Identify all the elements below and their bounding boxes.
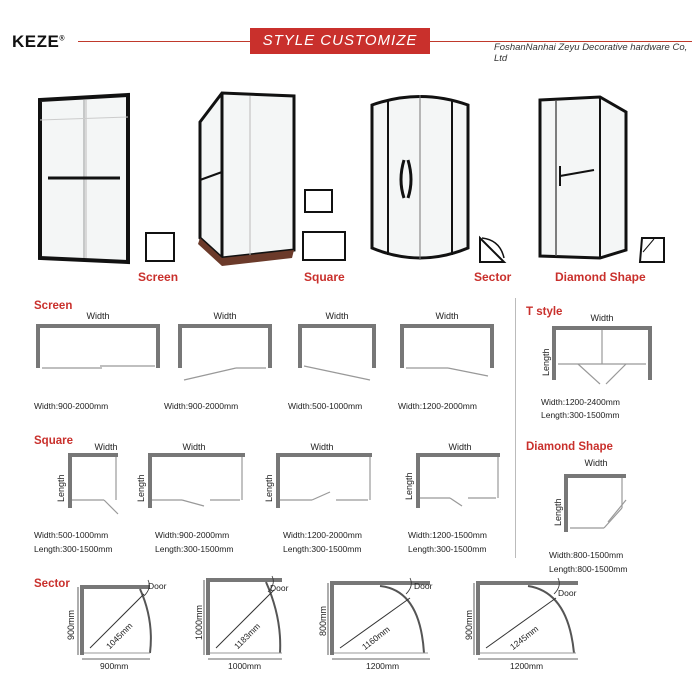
screen-glass [42, 365, 489, 381]
sector-bottom-1: 900mm [100, 661, 129, 671]
product-label-diamond: Diamond Shape [555, 270, 646, 284]
section-title-tstyle: T style [526, 306, 563, 318]
brand-logo: KEZE® [12, 32, 66, 51]
diamond-length-label: Length [553, 498, 563, 526]
square-dim2-2: Length:300-1500mm [155, 544, 234, 554]
sector-product-image [370, 95, 507, 263]
tstyle-glass [558, 330, 646, 385]
sector-door-1: Door [148, 581, 167, 591]
header-rule-right [430, 41, 692, 42]
square-dim1-1: Width:500-1000mm [34, 530, 109, 540]
screen-width-label-2: Width [213, 311, 237, 321]
sector-bottom-4: 1200mm [510, 661, 544, 671]
column-divider [515, 298, 516, 558]
sector-bottom-2: 1000mm [228, 661, 262, 671]
diamond-glass [570, 478, 627, 529]
diamond-dim-width: Width:800-1500mm [549, 550, 624, 560]
square-glass [72, 457, 499, 515]
header-rule-left [78, 41, 250, 42]
sector-side-4: 900mm [464, 609, 474, 640]
square-length-label-1: Length [56, 474, 66, 502]
sector-diagrams [77, 575, 578, 660]
diamond-dim-length: Length:800-1500mm [549, 564, 628, 574]
tstyle-dim-length: Length:300-1500mm [541, 410, 620, 420]
diamond-diagram [564, 474, 626, 532]
tstyle-length-label: Length [541, 348, 551, 376]
square-dim2-4: Length:300-1500mm [408, 544, 487, 554]
product-label-screen: Screen [138, 270, 179, 284]
square-width-label-4: Width [448, 442, 472, 452]
sector-side-2: 1000mm [194, 604, 204, 640]
screen-dim-4: Width:1200-2000mm [398, 401, 477, 411]
screen-dim-3: Width:500-1000mm [288, 401, 363, 411]
screen-dim-1: Width:900-2000mm [34, 401, 109, 411]
section-title-sector: Sector [34, 578, 70, 590]
style-customize-banner: STYLE CUSTOMIZE [250, 28, 430, 54]
company-name: FoshanNanhai Zeyu Decorative hardware Co… [494, 42, 688, 64]
product-label-square: Square [304, 270, 345, 284]
square-width-label-2: Width [182, 442, 206, 452]
square-width-label-3: Width [310, 442, 334, 452]
square-dim1-3: Width:1200-2000mm [283, 530, 362, 540]
diamond-width-label: Width [584, 458, 608, 468]
screen-diagrams [36, 324, 494, 368]
sector-door-3: Door [414, 581, 433, 591]
sector-door-4: Door [558, 588, 577, 598]
square-dim1-4: Width:1200-1500mm [408, 530, 487, 540]
screen-product-image [38, 92, 175, 265]
diamond-product-image [538, 95, 665, 263]
screen-width-label-4: Width [435, 311, 459, 321]
product-label-sector: Sector [474, 270, 512, 284]
section-title-diamond: Diamond Shape [526, 441, 613, 453]
tstyle-diagram [552, 326, 652, 380]
square-dim2-3: Length:300-1500mm [283, 544, 362, 554]
square-length-label-4: Length [404, 472, 414, 500]
screen-dim-2: Width:900-2000mm [164, 401, 239, 411]
tstyle-width-label: Width [590, 313, 614, 323]
square-dim1-2: Width:900-2000mm [155, 530, 230, 540]
square-width-label-1: Width [94, 442, 118, 452]
square-length-label-2: Length [136, 474, 146, 502]
screen-width-label-1: Width [86, 311, 110, 321]
square-product-image [198, 91, 346, 266]
section-title-screen: Screen [34, 300, 73, 312]
tstyle-dim-width: Width:1200-2400mm [541, 397, 620, 407]
sector-door-2: Door [270, 583, 289, 593]
sector-bottom-3: 1200mm [366, 661, 400, 671]
screen-width-label-3: Width [325, 311, 349, 321]
sector-side-3: 800mm [318, 605, 328, 636]
square-dim2-1: Length:300-1500mm [34, 544, 113, 554]
sector-side-1: 900mm [66, 609, 76, 640]
section-title-square: Square [34, 435, 73, 447]
square-length-label-3: Length [264, 474, 274, 502]
square-diagrams [68, 453, 500, 508]
